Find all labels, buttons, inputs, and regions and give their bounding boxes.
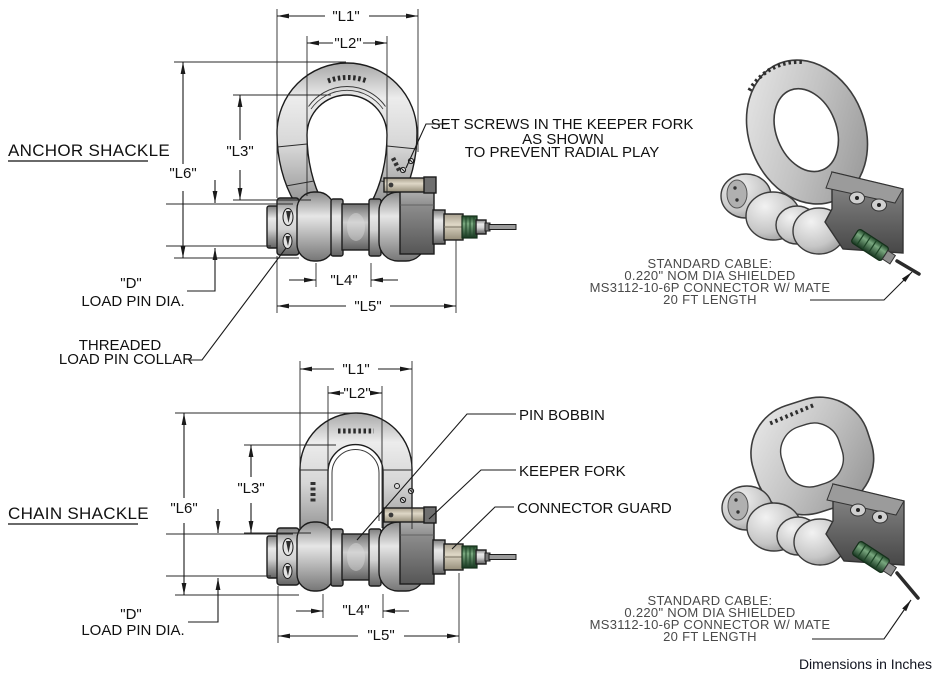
chain-bow-engraved-line (331, 449, 380, 521)
chain-cable-note-line3: MS3112-10-6P CONNECTOR W/ MATE (590, 617, 831, 632)
collar-note-line2: LOAD PIN COLLAR (59, 351, 193, 368)
set-screw-leader-line (405, 123, 447, 169)
chain-3d-collar-screw2 (736, 510, 740, 514)
anchor-cable-note-line2: 0.220" NOM DIA SHIELDED (624, 268, 795, 283)
anchor-3d-collar-face (726, 179, 748, 209)
dimensions-unit-note: Dimensions in Inches (799, 656, 932, 672)
chain-dimension-lines (181, 366, 459, 639)
chain-load-pin-dia-label: LOAD PIN DIA. (81, 622, 184, 639)
anchor-cable-note: STANDARD CABLE: 0.220" NOM DIA SHIELDED … (590, 256, 913, 307)
anchor-cable-leader (810, 271, 913, 301)
anchor-dim-l6: "L6" (169, 165, 196, 182)
connector-guard-label: CONNECTOR GUARD (517, 500, 672, 517)
chain-3d-bow (750, 396, 875, 516)
anchor-section-title: ANCHOR SHACKLE (8, 141, 170, 160)
chain-3d-collar-face (727, 491, 749, 521)
chain-3d-collar-screw1 (734, 498, 738, 502)
anchor-dim-l5: "L5" (354, 298, 381, 315)
bow-size-stamp (390, 156, 403, 174)
anchor-dimension-lines (180, 13, 456, 309)
anchor-3d-collar-screw2 (735, 198, 739, 202)
anchor-cable-note-line3: MS3112-10-6P CONNECTOR W/ MATE (590, 280, 831, 295)
anchor-cable-note-line1: STANDARD CABLE: (648, 256, 773, 271)
chain-callouts: PIN BOBBIN KEEPER FORK CONNECTOR GUARD (356, 407, 672, 550)
chain-cable-leader (812, 599, 912, 640)
collar-leader-line (189, 247, 287, 361)
chain-leg-screw (394, 483, 400, 489)
anchor-3d-keeper-top (825, 171, 904, 204)
chain-dim-l6: "L6" (170, 500, 197, 517)
pin-bobbin-label: PIN BOBBIN (519, 407, 605, 424)
collar-note-line1: THREADED (79, 337, 162, 354)
anchor-3d-bow (745, 59, 869, 205)
chain-dim-l5: "L5" (367, 627, 394, 644)
anchor-dim-d: "D" (120, 275, 141, 292)
chain-cable-note-line1: STANDARD CABLE: (648, 593, 773, 608)
anchor-3d-render: STANDARD CABLE: 0.220" NOM DIA SHIELDED … (590, 59, 921, 307)
anchor-3d-collar-screw1 (733, 186, 737, 190)
set-screw-note-line2: AS SHOWN (522, 131, 604, 148)
chain-3d-cable (895, 571, 920, 600)
anchor-load-pin-dia-label: LOAD PIN DIA. (81, 293, 184, 310)
connector-guard-leader (451, 506, 514, 550)
chain-dim-l2: "L2" (343, 385, 370, 402)
chain-cable-note-line4: 20 FT LENGTH (663, 629, 757, 644)
anchor-3d-stamp (747, 59, 804, 92)
anchor-dim-l3: "L3" (226, 143, 253, 160)
chain-dim-l3: "L3" (237, 480, 264, 497)
anchor-cable-note-line4: 20 FT LENGTH (663, 292, 757, 307)
chain-3d-keeper-top (826, 483, 905, 516)
chain-3d-keeper-screws (850, 503, 888, 524)
pin-bobbin-leader (356, 413, 516, 541)
chain-dim-l1: "L1" (342, 361, 369, 378)
chain-3d-connector (852, 541, 898, 577)
chain-cable-note: STANDARD CABLE: 0.220" NOM DIA SHIELDED … (590, 593, 912, 644)
set-screw-note-line1: SET SCREWS IN THE KEEPER FORK (431, 116, 694, 133)
set-screw-note-line3: TO PREVENT RADIAL PLAY (465, 144, 660, 161)
anchor-3d-cable (895, 259, 921, 276)
chain-3d-stamp (769, 402, 816, 426)
threaded-collar-note: THREADED LOAD PIN COLLAR (59, 247, 287, 368)
chain-dim-l4: "L4" (342, 602, 369, 619)
chain-dim-d: "D" (120, 606, 141, 623)
anchor-dim-l4: "L4" (330, 272, 357, 289)
bow-engraved-line-outer (308, 85, 386, 107)
anchor-dim-l1: "L1" (332, 8, 359, 25)
chain-shackle-drawing: "L1" "L2" "L6" "L3" "L4" "L5" "D" LOAD P… (8, 361, 672, 644)
keeper-fork-label: KEEPER FORK (519, 463, 626, 480)
anchor-shackle-drawing: "L1" "L2" "L6" "L3" "L4" "L5" "D" LOAD P… (8, 8, 693, 368)
anchor-3d-connector (851, 229, 897, 265)
bow-engraved-line-inner (310, 89, 384, 110)
chain-cable-note-line2: 0.220" NOM DIA SHIELDED (624, 605, 795, 620)
chain-3d-render: STANDARD CABLE: 0.220" NOM DIA SHIELDED … (590, 396, 920, 644)
anchor-extension-lines (166, 9, 457, 313)
chain-section-title: CHAIN SHACKLE (8, 504, 149, 523)
keeper-fork-leader (428, 469, 516, 520)
set-screw-note: SET SCREWS IN THE KEEPER FORK AS SHOWN T… (405, 116, 694, 169)
anchor-3d-keeper-screws (849, 191, 887, 212)
anchor-dim-l2: "L2" (334, 35, 361, 52)
bow-brand-stamp (327, 75, 368, 84)
